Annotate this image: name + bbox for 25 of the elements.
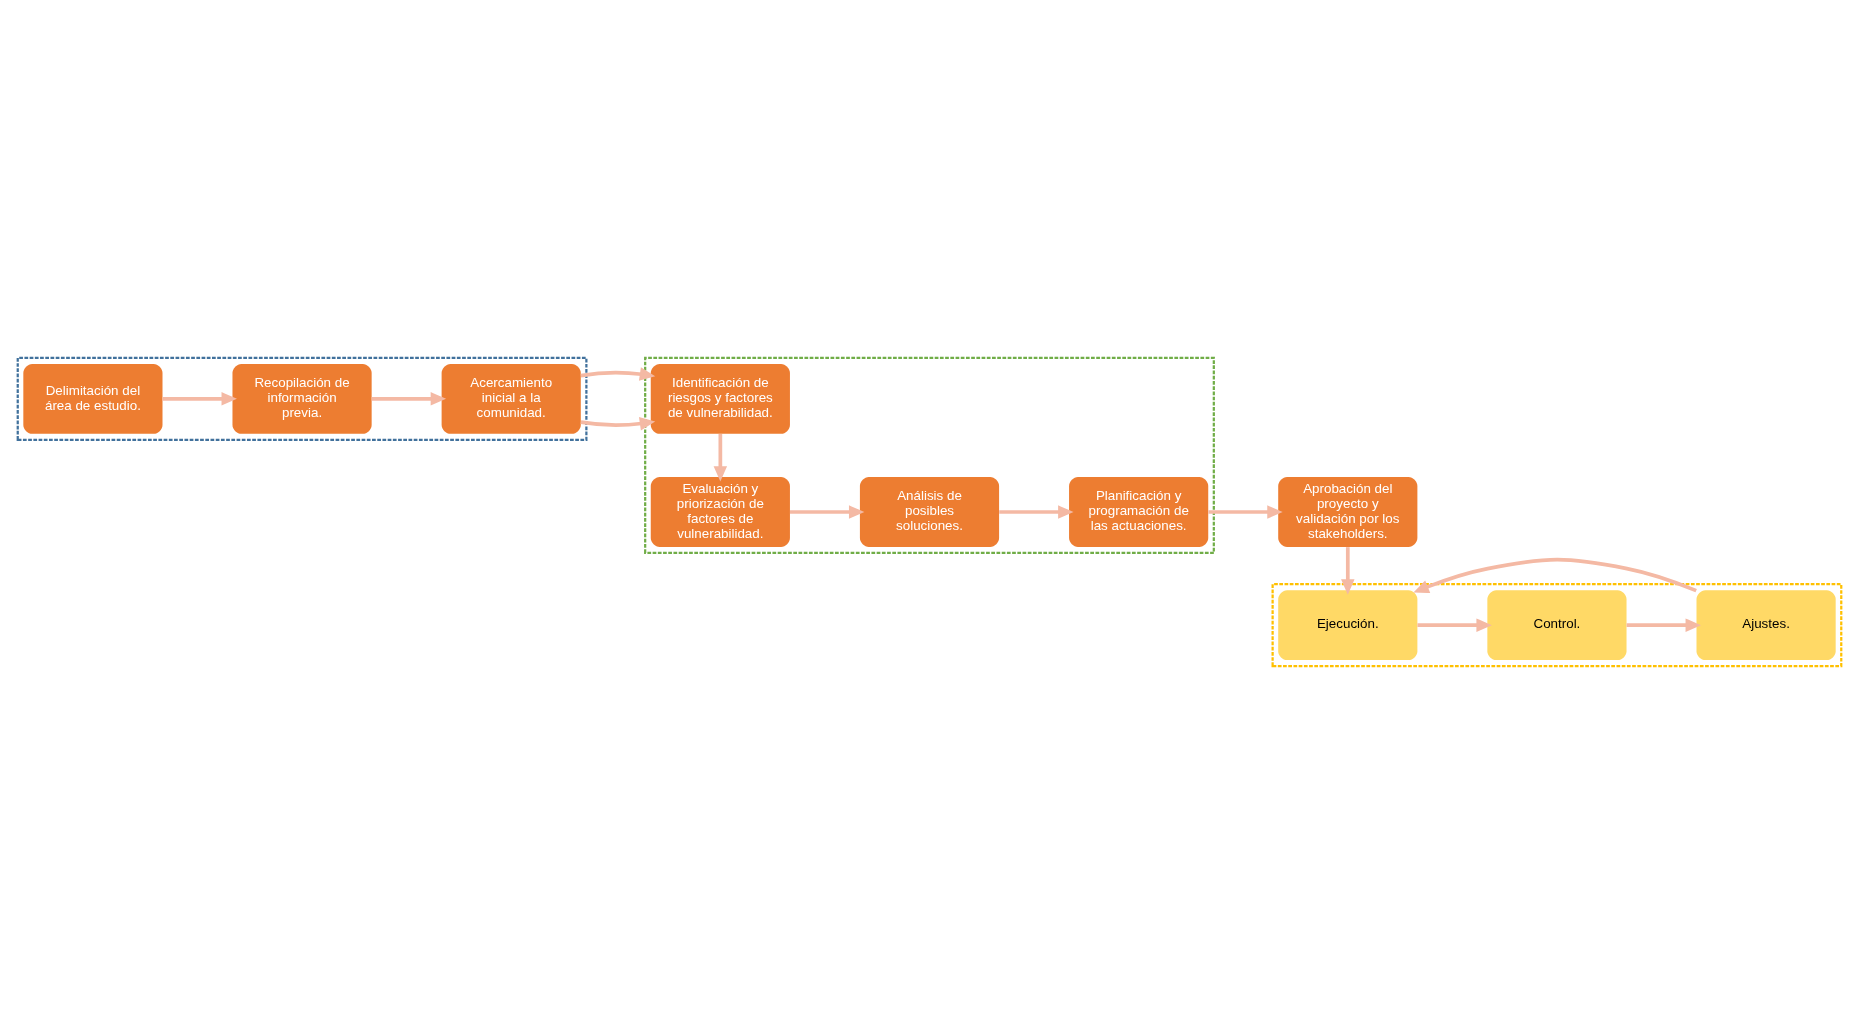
arrow: [999, 504, 1074, 519]
arrow: [1341, 546, 1355, 595]
cluster: [644, 356, 1215, 554]
node-box: Delimitación del área de estudio.: [23, 363, 163, 434]
cluster: [16, 356, 588, 441]
arrow: [1417, 617, 1492, 632]
arrow: [713, 433, 728, 482]
arrow: [790, 504, 865, 519]
node-box: Control.: [1487, 589, 1627, 660]
arrow: [1208, 504, 1283, 519]
cluster: [1271, 582, 1843, 667]
node-box: Acercamiento inicial a la comunidad.: [441, 363, 581, 434]
node-box: Aprobación del proyecto y validación por los stakeholders.: [1278, 476, 1418, 547]
node-box: Planificación y programación de las actuaciones.: [1069, 476, 1209, 547]
arrow: [1626, 617, 1701, 632]
node-box: Ejecución.: [1278, 589, 1418, 660]
node-box: Evaluación y priorización de factores de vulnerabilidad.: [650, 476, 790, 547]
arrow: [371, 391, 447, 406]
node-box: Ajustes.: [1696, 589, 1836, 660]
arrow: [1413, 557, 1697, 593]
node-box: Análisis de posibles soluciones.: [859, 476, 1000, 547]
arrow: [580, 366, 656, 430]
arrow: [162, 391, 237, 406]
node-box: Identificación de riesgos y factores de vulnerabilidad.: [650, 363, 790, 434]
node-box: Recopilación de información previa.: [232, 363, 372, 434]
